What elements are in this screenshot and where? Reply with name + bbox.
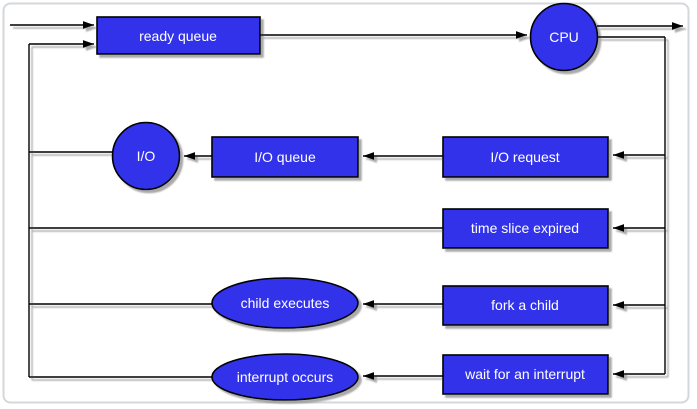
io-request-label: I/O request — [490, 149, 559, 165]
node-child-executes: child executes — [211, 277, 359, 329]
fork-a-child-label: fork a child — [491, 297, 559, 313]
node-wait-for-an-interrupt: wait for an interrupt — [442, 354, 609, 395]
ready-queue-label: ready queue — [139, 28, 217, 44]
outer-frame — [2, 2, 690, 404]
node-io-queue: I/O queue — [211, 136, 359, 178]
node-time-slice-expired: time slice expired — [442, 208, 609, 249]
node-cpu: CPU — [529, 2, 599, 72]
wait-for-an-interrupt-label: wait for an interrupt — [464, 366, 585, 382]
node-io: I/O — [111, 121, 181, 191]
node-interrupt-occurs: interrupt occurs — [211, 353, 359, 401]
node-fork-a-child: fork a child — [442, 285, 609, 326]
io-label: I/O — [137, 148, 156, 164]
interrupt-occurs-label: interrupt occurs — [237, 369, 333, 385]
cpu-label: CPU — [549, 29, 579, 45]
node-ready-queue: ready queue — [96, 16, 261, 55]
node-io-request: I/O request — [442, 136, 609, 178]
io-queue-label: I/O queue — [254, 149, 316, 165]
time-slice-expired-label: time slice expired — [471, 220, 579, 236]
child-executes-label: child executes — [241, 295, 330, 311]
